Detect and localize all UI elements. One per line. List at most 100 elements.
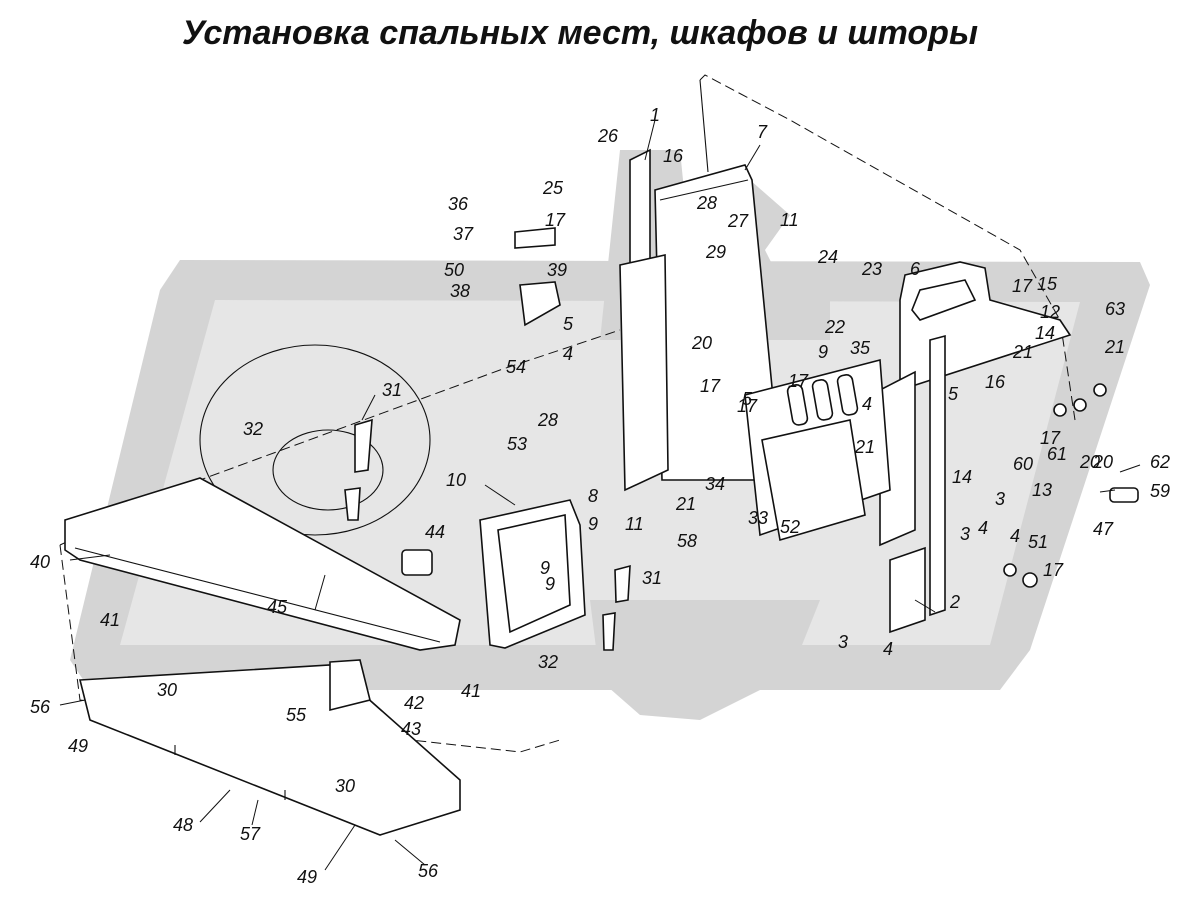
post-1 [619, 148, 669, 492]
callout: 34 [705, 474, 725, 494]
callout: 21 [1104, 337, 1125, 357]
callout: 56 [30, 697, 51, 717]
callout: 43 [401, 719, 421, 739]
callout: 52 [780, 517, 800, 537]
callout: 8 [588, 486, 598, 506]
callout: 40 [30, 552, 50, 572]
callout-labels: 1 2 3 3 3 4 4 4 4 4 5 5 5 6 7 8 9 9 9 9 … [30, 105, 1170, 887]
callout: 42 [404, 693, 424, 713]
callout: 3 [838, 632, 848, 652]
callout: 41 [461, 681, 481, 701]
callout: 27 [727, 211, 749, 231]
callout: 14 [952, 467, 972, 487]
callout: 4 [1010, 526, 1020, 546]
callout: 5 [948, 384, 959, 404]
callout: 23 [861, 259, 882, 279]
callout: 50 [444, 260, 464, 280]
callout: 39 [547, 260, 567, 280]
callout: 9 [545, 574, 555, 594]
callout: 24 [817, 247, 838, 267]
bunk-40 [64, 477, 461, 651]
callout: 25 [542, 178, 564, 198]
callout: 38 [450, 281, 470, 301]
callout: 17 [1012, 276, 1033, 296]
callout: 30 [335, 776, 355, 796]
callout: 32 [243, 419, 263, 439]
callout: 55 [286, 705, 307, 725]
callout: 33 [748, 508, 768, 528]
callout: 47 [1093, 519, 1114, 539]
callout: 49 [68, 736, 88, 756]
callout: 20 [691, 333, 712, 353]
callout: 48 [173, 815, 193, 835]
callout: 17 [545, 210, 566, 230]
callout: 15 [1037, 274, 1058, 294]
callout: 21 [1012, 342, 1033, 362]
callout: 17 [788, 371, 809, 391]
callout: 12 [1040, 302, 1060, 322]
leader-lines [59, 119, 1141, 871]
callout: 20 [1079, 452, 1100, 472]
hook-31-upper [344, 418, 373, 521]
callout: 10 [446, 470, 466, 490]
callout: 4 [862, 394, 872, 414]
callout: 41 [100, 610, 120, 630]
callout: 21 [675, 494, 696, 514]
callout: 2 [949, 592, 960, 612]
callout: 17 [1040, 428, 1061, 448]
panel-2 [889, 546, 926, 634]
callout: 22 [824, 317, 845, 337]
callout: 54 [506, 357, 526, 377]
callout: 1 [650, 105, 660, 125]
callout: 26 [597, 126, 619, 146]
callout: 4 [883, 639, 893, 659]
callout: 5 [742, 389, 753, 409]
callout: 9 [540, 558, 550, 578]
callout: 31 [642, 568, 662, 588]
callout: 3 [960, 524, 970, 544]
callout: 4 [978, 518, 988, 538]
callout: 17 [737, 396, 758, 416]
callout: 16 [985, 372, 1006, 392]
callout: 28 [537, 410, 558, 430]
callout: 14 [1035, 323, 1055, 343]
callout: 11 [625, 514, 644, 534]
bolts-right [1003, 383, 1139, 588]
bracket-36-39 [514, 227, 561, 327]
cabinet-33 [744, 358, 891, 542]
callout: 28 [696, 193, 717, 213]
callout: 56 [418, 861, 439, 881]
bunk-49 [78, 659, 461, 836]
callout: 31 [382, 380, 402, 400]
callout: 63 [1105, 299, 1125, 319]
callout: 17 [700, 376, 721, 396]
right-panel-6 [879, 261, 1072, 617]
callout: 3 [995, 489, 1005, 509]
door-panel-8 [479, 499, 586, 649]
callout: 11 [780, 210, 799, 230]
callout: 7 [757, 122, 768, 142]
callout: 60 [1013, 454, 1033, 474]
hook-31-lower [602, 564, 631, 651]
callout: 51 [1028, 532, 1048, 552]
callout: 30 [157, 680, 177, 700]
callout: 59 [1150, 481, 1170, 501]
detail-circle [199, 344, 431, 536]
callout: 49 [297, 867, 317, 887]
callout: 45 [267, 597, 288, 617]
callout: 36 [448, 194, 469, 214]
callout: 9 [588, 514, 598, 534]
callout: 32 [538, 652, 558, 672]
callout: 58 [677, 531, 697, 551]
callout: 5 [563, 314, 574, 334]
callout: 44 [425, 522, 445, 542]
callout: 4 [563, 344, 573, 364]
callout: 9 [818, 342, 828, 362]
callout: 6 [910, 259, 921, 279]
callout: 35 [850, 338, 871, 358]
callout: 29 [705, 242, 726, 262]
callout: 62 [1150, 452, 1170, 472]
callout: 57 [240, 824, 261, 844]
